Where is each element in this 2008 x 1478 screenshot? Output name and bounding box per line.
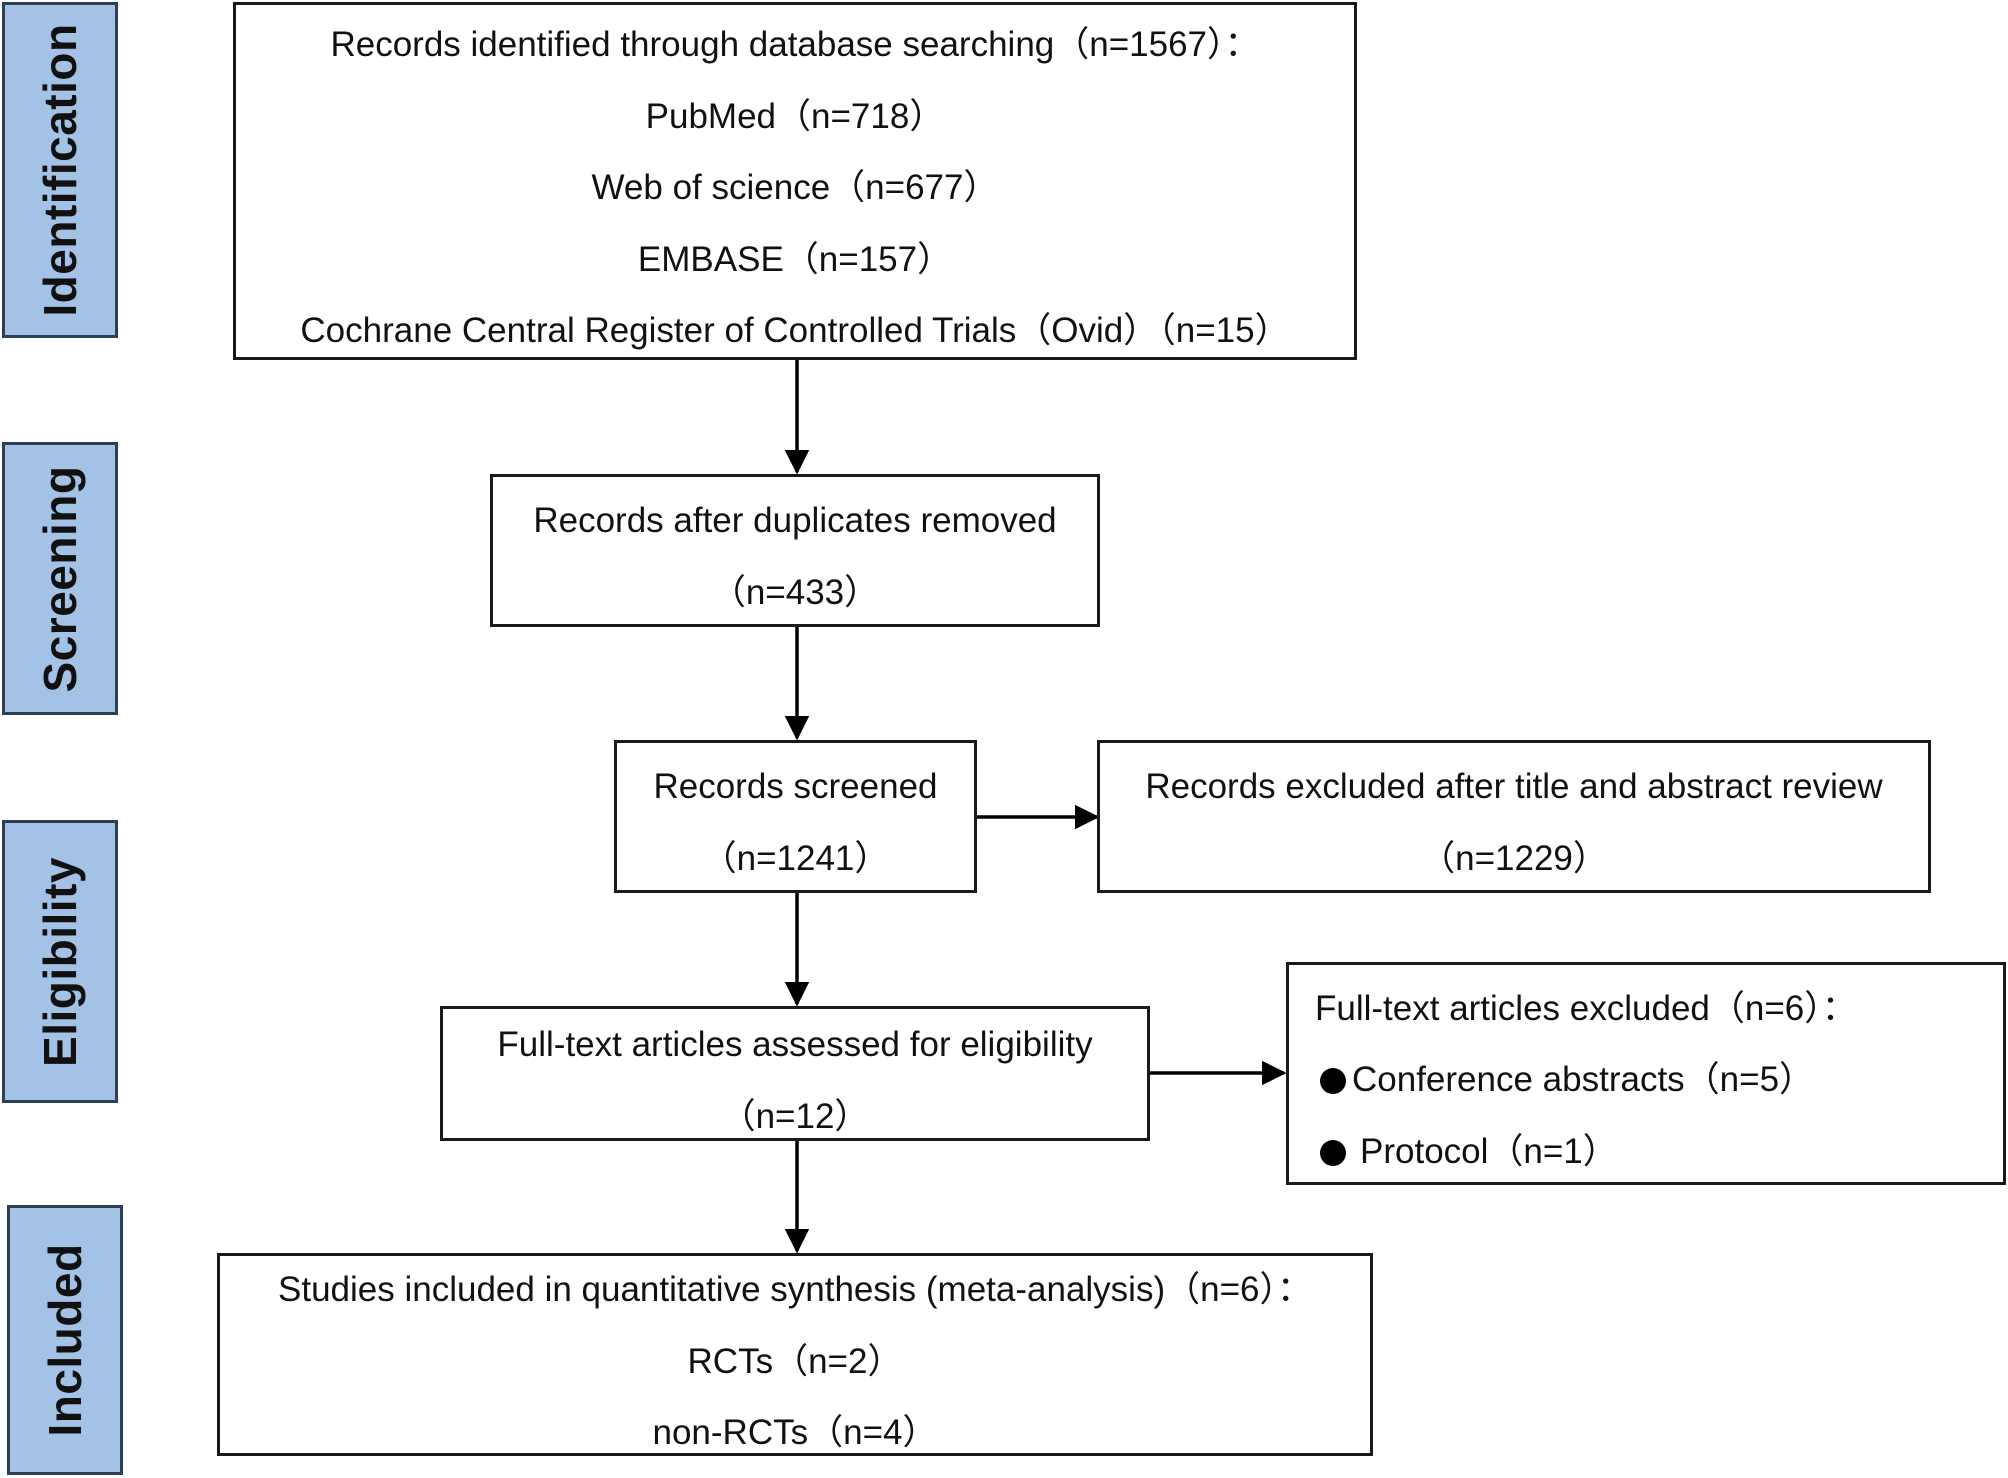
bullet-icon bbox=[1320, 1140, 1346, 1166]
fulltext-excluded-box: Full-text articles excluded（n=6）： Confer… bbox=[1286, 962, 2006, 1185]
included-rcts: RCTs（n=2） bbox=[687, 1342, 903, 1381]
stage-identification-label: Identification bbox=[34, 23, 86, 317]
identification-cochrane: Cochrane Central Register of Controlled … bbox=[300, 311, 1290, 350]
included-non-rcts: non-RCTs（n=4） bbox=[652, 1413, 938, 1452]
fulltext-assessed-count: （n=12） bbox=[720, 1097, 870, 1136]
fulltext-excluded-title: Full-text articles excluded（n=6）： bbox=[1315, 989, 1857, 1028]
records-excluded-box: Records excluded after title and abstrac… bbox=[1097, 740, 1931, 893]
duplicates-removed-title: Records after duplicates removed bbox=[533, 501, 1057, 540]
stage-screening-label: Screening bbox=[34, 465, 86, 692]
records-screened-title: Records screened bbox=[653, 767, 938, 806]
identification-box: Records identified through database sear… bbox=[233, 2, 1357, 360]
fulltext-assessed-title: Full-text articles assessed for eligibil… bbox=[497, 1025, 1093, 1064]
fulltext-excluded-item: Conference abstracts（n=5） bbox=[1320, 1060, 2003, 1100]
fulltext-excluded-item-label: Conference abstracts（n=5） bbox=[1352, 1060, 1815, 1099]
identification-web-of-science: Web of science（n=677） bbox=[591, 168, 999, 207]
stage-included: Included bbox=[7, 1205, 123, 1475]
bullet-icon bbox=[1320, 1068, 1346, 1094]
stage-included-label: Included bbox=[39, 1243, 91, 1437]
identification-pubmed: PubMed（n=718） bbox=[645, 97, 945, 136]
included-studies-title: Studies included in quantitative synthes… bbox=[278, 1270, 1312, 1309]
fulltext-assessed-box: Full-text articles assessed for eligibil… bbox=[440, 1006, 1150, 1141]
records-excluded-title: Records excluded after title and abstrac… bbox=[1145, 767, 1883, 806]
identification-embase: EMBASE（n=157） bbox=[637, 240, 953, 279]
stage-screening: Screening bbox=[2, 442, 118, 715]
duplicates-removed-box: Records after duplicates removed （n=433） bbox=[490, 474, 1100, 627]
included-studies-box: Studies included in quantitative synthes… bbox=[217, 1253, 1373, 1456]
records-screened-count: （n=1241） bbox=[701, 839, 890, 878]
fulltext-excluded-item-label: Protocol（n=1） bbox=[1360, 1132, 1618, 1171]
stage-identification: Identification bbox=[2, 2, 118, 338]
records-screened-box: Records screened （n=1241） bbox=[614, 740, 977, 893]
fulltext-excluded-item: Protocol（n=1） bbox=[1320, 1132, 2003, 1172]
identification-total: Records identified through database sear… bbox=[330, 25, 1260, 64]
stage-eligibility: Eligibility bbox=[2, 820, 118, 1103]
duplicates-removed-count: （n=433） bbox=[710, 573, 880, 612]
records-excluded-count: （n=1229） bbox=[1420, 839, 1608, 878]
stage-eligibility-label: Eligibility bbox=[34, 856, 86, 1067]
